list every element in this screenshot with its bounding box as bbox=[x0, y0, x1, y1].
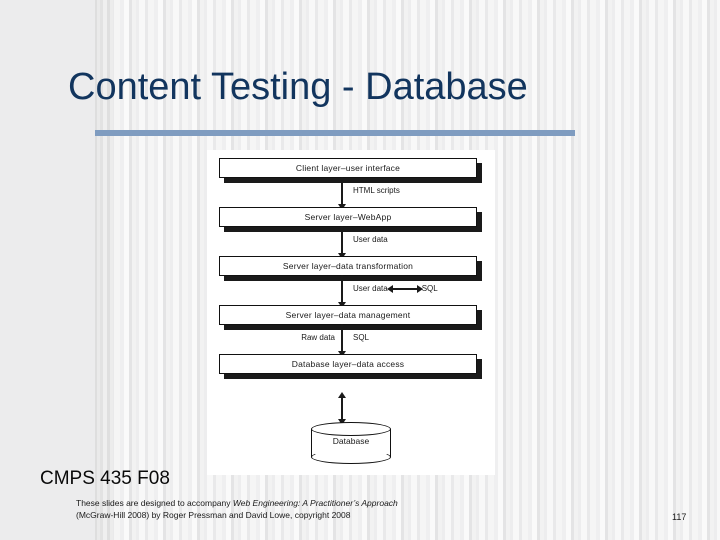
layer-label: Server layer–data transformation bbox=[282, 261, 414, 271]
double-arrow-vertical-icon bbox=[338, 324, 346, 357]
connector-html-scripts: HTML scripts bbox=[207, 177, 495, 210]
cylinder-top bbox=[311, 422, 391, 436]
architecture-diagram: Client layer–user interface HTML scripts… bbox=[207, 150, 495, 475]
credit-prefix: These slides are designed to accompany bbox=[76, 498, 233, 508]
course-code: CMPS 435 F08 bbox=[40, 468, 170, 489]
connector-user-data-sql: User data SQL bbox=[207, 275, 495, 308]
double-arrow-vertical-icon bbox=[338, 226, 346, 259]
layer-box-client-layer: Client layer–user interface bbox=[219, 158, 477, 178]
cylinder-bottom bbox=[311, 450, 391, 464]
layer-box-database-layer: Database layer–data access bbox=[219, 354, 477, 374]
page-number: 117 bbox=[672, 512, 687, 522]
layer-label: Database layer–data access bbox=[291, 359, 405, 369]
layer-box-server-webapp: Server layer–WebApp bbox=[219, 207, 477, 227]
layer-box-server-data-management: Server layer–data management bbox=[219, 305, 477, 325]
connector-raw-data-sql: Raw data SQL bbox=[207, 324, 495, 357]
layer-box-server-data-transformation: Server layer–data transformation bbox=[219, 256, 477, 276]
credit-line-2: (McGraw-Hill 2008) by Roger Pressman and… bbox=[76, 510, 351, 520]
double-arrow-vertical-icon bbox=[338, 177, 346, 210]
connector-label: User data bbox=[353, 284, 388, 293]
credit-line-1: These slides are designed to accompany W… bbox=[76, 497, 398, 509]
database-cylinder-icon: Database bbox=[311, 422, 391, 464]
double-arrow-vertical-icon bbox=[338, 392, 346, 425]
connector-label: HTML scripts bbox=[353, 186, 400, 195]
double-arrow-vertical-icon bbox=[338, 275, 346, 308]
connector-user-data: User data bbox=[207, 226, 495, 259]
credit-book-title: Web Engineering: A Practitioner’s Approa… bbox=[232, 498, 398, 508]
layer-label: Server layer–data management bbox=[285, 310, 411, 320]
datastore-label: Database bbox=[332, 436, 370, 446]
connector-label: User data bbox=[353, 235, 388, 244]
connector-label-group: User data SQL bbox=[353, 284, 438, 293]
connector-label: SQL bbox=[353, 333, 370, 342]
connector-label-secondary: Raw data bbox=[301, 333, 335, 342]
cylinder-body bbox=[311, 429, 391, 457]
double-arrow-horizontal-icon bbox=[386, 284, 423, 293]
page-title: Content Testing - Database bbox=[68, 66, 528, 108]
connector-label-secondary: SQL bbox=[421, 284, 438, 293]
layer-label: Server layer–WebApp bbox=[304, 212, 392, 222]
title-divider bbox=[95, 130, 575, 136]
layer-label: Client layer–user interface bbox=[295, 163, 401, 173]
credit-text: These slides are designed to accompany W… bbox=[76, 497, 398, 521]
connector-database bbox=[207, 392, 495, 425]
